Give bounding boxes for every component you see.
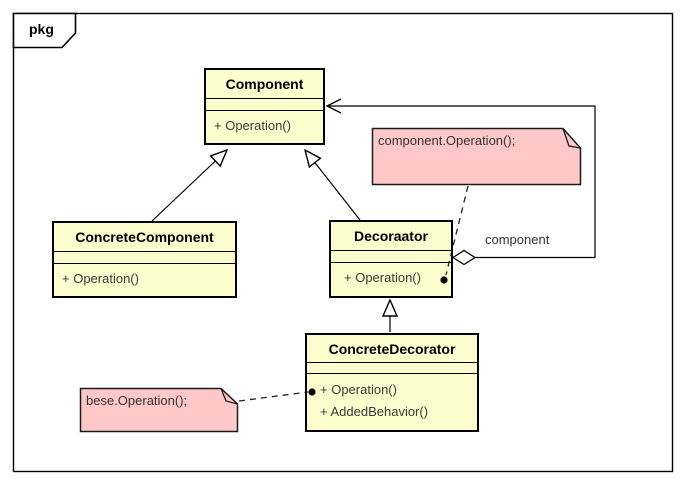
method-label: + AddedBehavior(): [320, 404, 429, 419]
note-component-text: component.Operation();: [378, 133, 516, 148]
method-label: + Operation(): [320, 382, 397, 397]
method-label: + Operation(): [214, 118, 291, 133]
class-decorator-attributes: [331, 251, 451, 263]
note-base-text: bese.Operation();: [86, 393, 188, 408]
class-concrete-component-attributes: [54, 252, 235, 264]
class-component-name: Component: [206, 70, 323, 99]
class-concrete-component-name: ConcreteComponent: [54, 223, 235, 252]
package-tab-shape: [12, 12, 77, 49]
class-component-attributes: [206, 99, 323, 111]
method-label: + Operation(): [344, 270, 421, 285]
class-component[interactable]: Component + Operation(): [204, 68, 325, 145]
class-decorator-name: Decoraator: [331, 222, 451, 251]
method-label: + Operation(): [62, 271, 139, 286]
package-frame-border: [12, 12, 674, 473]
class-component-methods: + Operation(): [206, 111, 323, 136]
note-base-shape[interactable]: [79, 387, 239, 433]
class-decorator-methods: + Operation(): [331, 263, 451, 288]
package-tab-label: pkg: [29, 21, 54, 37]
class-concrete-decorator-methods: + Operation() + AddedBehavior(): [307, 374, 477, 423]
note-base-fold-icon: [220, 388, 238, 405]
class-decorator[interactable]: Decoraator + Operation(): [329, 220, 453, 298]
class-concrete-decorator-name: ConcreteDecorator: [307, 335, 477, 363]
class-concrete-component[interactable]: ConcreteComponent + Operation(): [52, 221, 237, 298]
aggregation-role-label: component: [485, 232, 550, 247]
class-concrete-decorator[interactable]: ConcreteDecorator + Operation() + AddedB…: [305, 333, 479, 432]
class-concrete-component-methods: + Operation(): [54, 264, 235, 289]
class-concrete-decorator-attributes: [307, 363, 477, 374]
